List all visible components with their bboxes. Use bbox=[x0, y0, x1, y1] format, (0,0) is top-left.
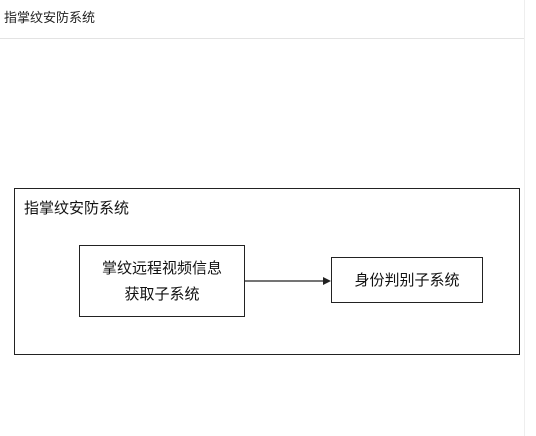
flow-arrow-head bbox=[323, 277, 331, 285]
right-edge-line bbox=[524, 0, 525, 436]
system-frame-label: 指掌纹安防系统 bbox=[24, 199, 130, 217]
system-frame bbox=[14, 188, 520, 355]
page-title: 指掌纹安防系统 bbox=[4, 11, 96, 26]
identity-recognition-subsystem-box: 身份判别子系统 bbox=[331, 257, 483, 303]
video-acquisition-label-line2: 获取子系统 bbox=[124, 285, 200, 303]
identity-recognition-label: 身份判别子系统 bbox=[354, 271, 460, 289]
video-acquisition-label-line1: 掌纹远程视频信息 bbox=[101, 259, 222, 277]
flow-arrow bbox=[245, 277, 331, 285]
video-acquisition-subsystem-box: 掌纹远程视频信息 获取子系统 bbox=[79, 245, 245, 317]
title-divider bbox=[0, 38, 524, 39]
